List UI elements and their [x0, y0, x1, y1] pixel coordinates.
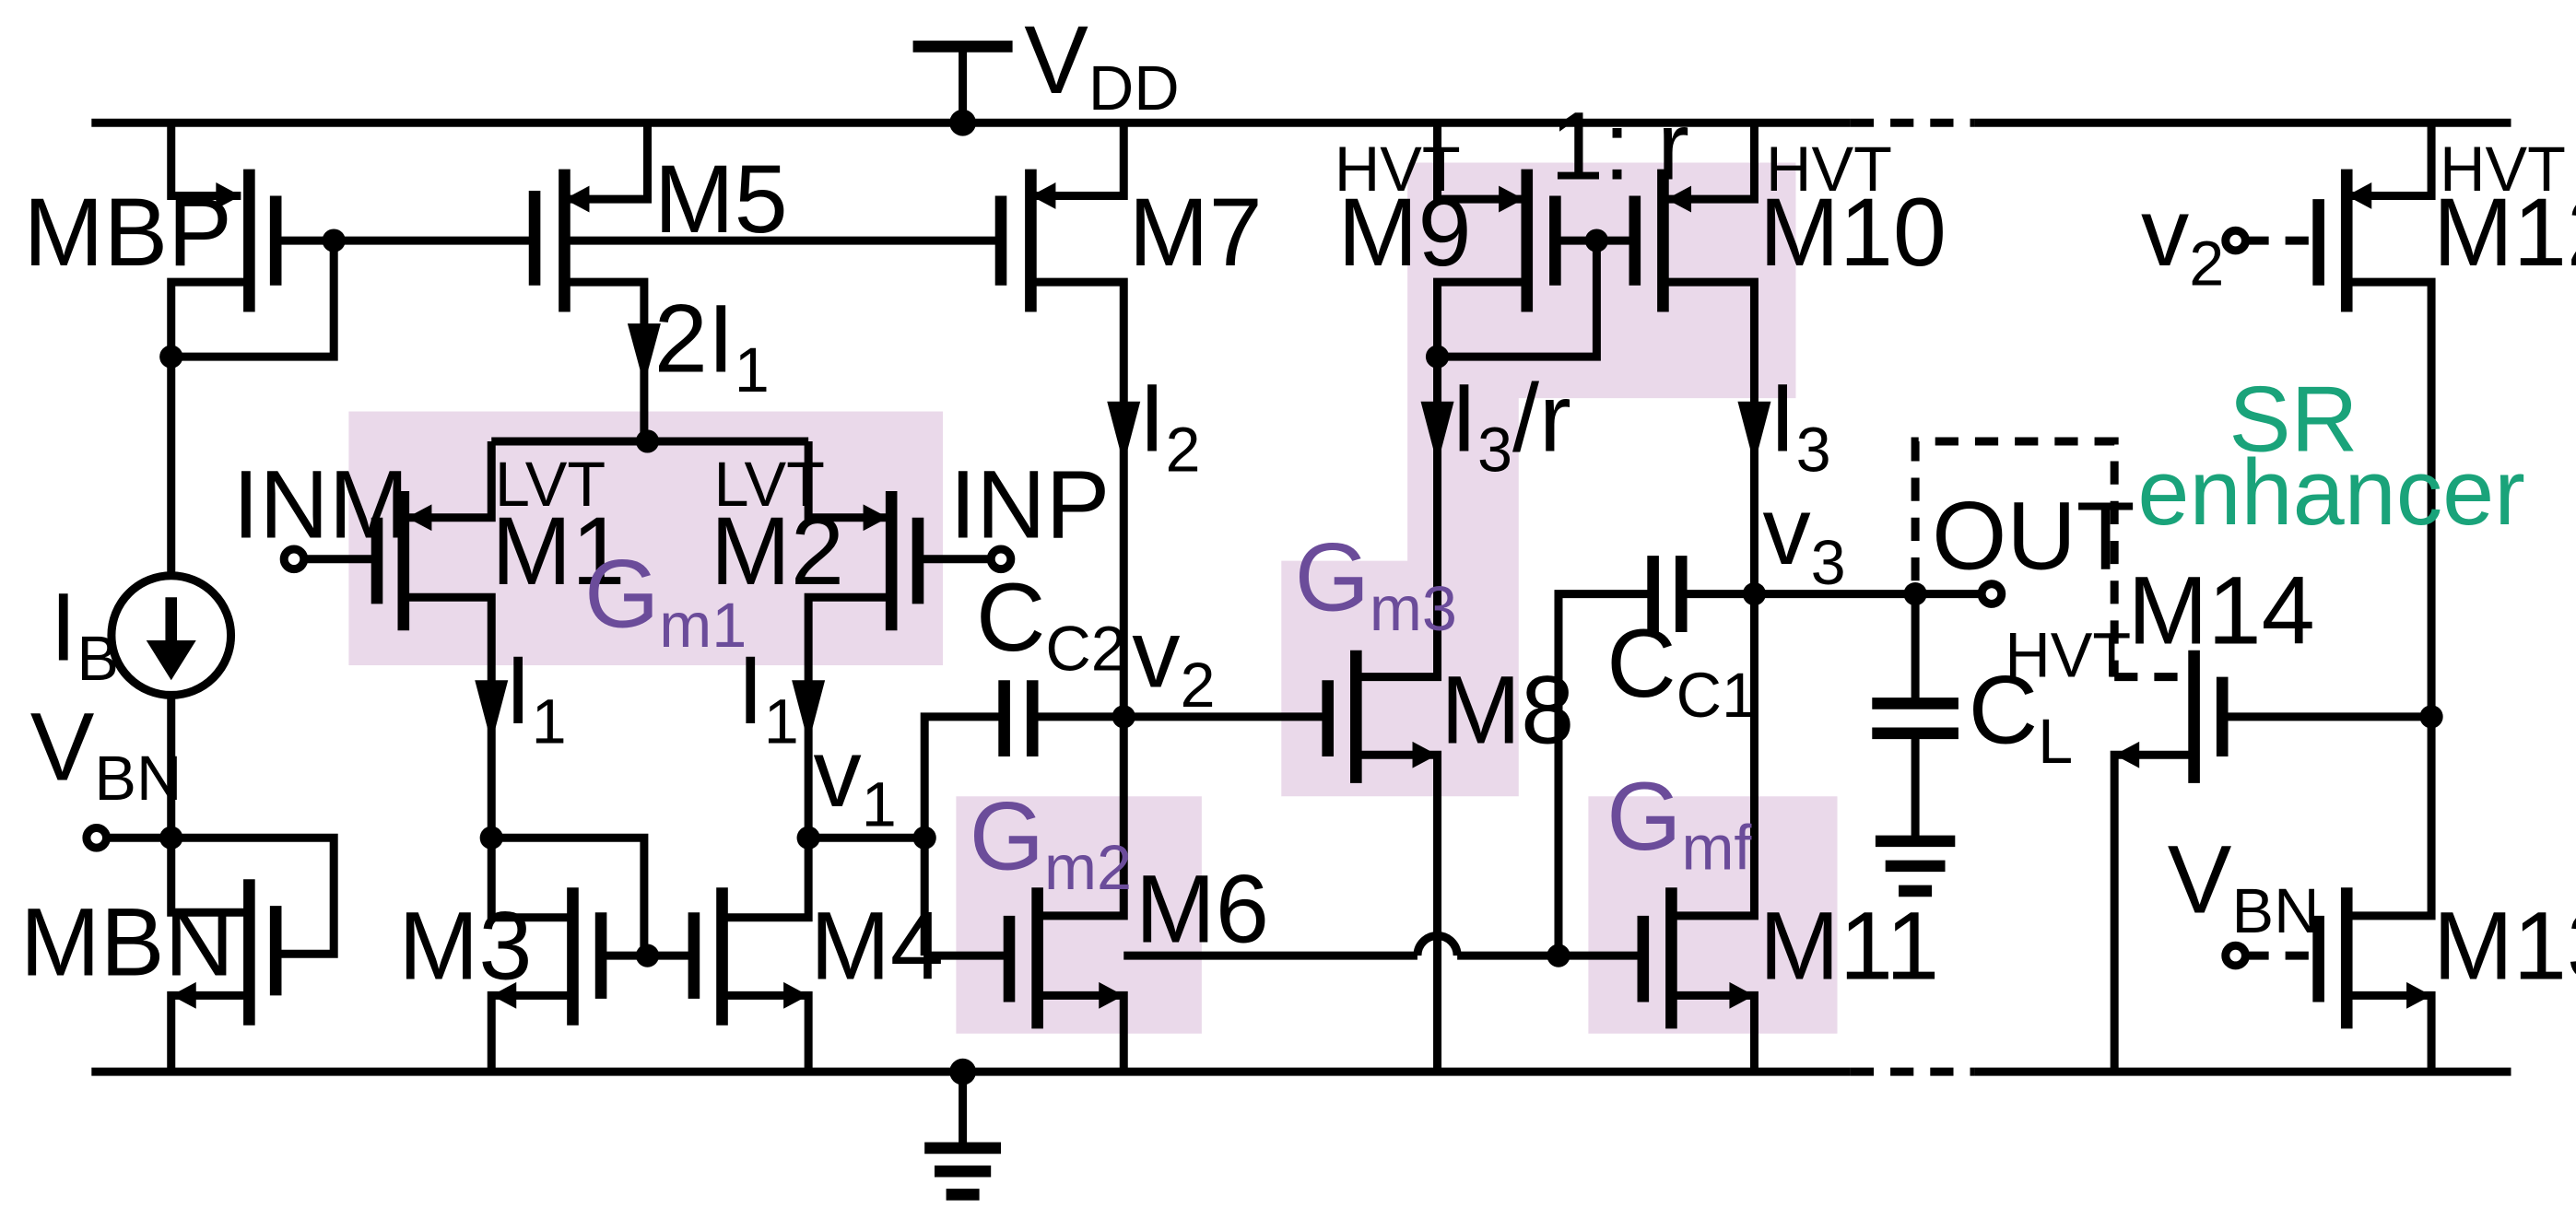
transistor-m9	[1433, 123, 1561, 358]
vdd-rail	[91, 41, 2511, 136]
ib-label: IB	[50, 574, 119, 695]
gmf-label: Gmf	[1606, 763, 1752, 884]
node-v2-label: v2	[1132, 600, 1215, 721]
m14-label: M14	[2128, 557, 2315, 665]
m9-hvt-label: HVT	[1335, 135, 1461, 205]
m2-lvt-label: LVT	[714, 450, 825, 520]
m12-label: M12	[2433, 179, 2576, 287]
m12-hvt-label: HVT	[2440, 135, 2566, 205]
transistor-mbp	[159, 123, 346, 369]
transistor-m7	[994, 123, 1128, 717]
transistor-m3	[487, 833, 649, 1073]
vbn-terminal-left	[82, 823, 171, 852]
m14-hvt-label: HVT	[2005, 621, 2131, 691]
m3-label: M3	[398, 892, 532, 1000]
transistor-m6	[924, 716, 1128, 1073]
gm3-label: Gm3	[1295, 524, 1457, 645]
current-i3-label: I3	[1770, 365, 1831, 486]
vdd-label: VDD	[1024, 6, 1179, 123]
inp-label: INP	[949, 451, 1110, 558]
transistor-m2	[804, 440, 1016, 838]
transistor-m12	[2221, 123, 2436, 717]
m4-label: M4	[810, 892, 944, 1000]
sr-enhancer-subtitle: enhancer	[2137, 441, 2524, 545]
gm1-label: Gm1	[584, 541, 747, 662]
mbn-label: MBN	[20, 889, 234, 997]
m10-hvt-label: HVT	[1766, 135, 1892, 205]
sr-enhancer-title: SR	[2229, 369, 2358, 472]
gm1-block	[348, 411, 943, 666]
node-v3-label: v3	[1762, 477, 1845, 598]
m11-label: M11	[1759, 892, 1939, 1000]
m13-label: M13	[2433, 892, 2576, 1000]
m8-label: M8	[1441, 657, 1574, 765]
m6-label: M6	[1135, 856, 1269, 964]
cl-label: CL	[1969, 657, 2073, 778]
transistor-m5	[528, 123, 652, 441]
current-source-ib	[107, 571, 236, 699]
out-label: OUT	[1932, 483, 2135, 591]
gnd-rail	[91, 1058, 2511, 1085]
load-capacitor	[1872, 593, 1958, 897]
current-i2-label: I2	[1138, 365, 1200, 486]
current-i3r-label: I3/r	[1451, 365, 1571, 486]
m2-label: M2	[711, 498, 844, 605]
node-v1-label: v1	[814, 720, 897, 840]
mbp-label: MBP	[23, 179, 231, 287]
current-2i1-label: 2I1	[654, 285, 770, 405]
mirror-ratio-label: 1: r	[1550, 92, 1689, 200]
transistor-m11	[1637, 593, 1759, 1073]
gm2-label: Gm2	[970, 782, 1132, 903]
node-v2-m12-label: v2	[2141, 179, 2224, 299]
transistor-m4	[688, 838, 813, 1073]
m7-label: M7	[1129, 179, 1263, 287]
current-i1-right-label: I1	[737, 637, 799, 757]
m10-label: M10	[1759, 179, 1947, 287]
transistor-m13	[2221, 716, 2436, 1073]
m1-label: M1	[491, 498, 625, 605]
transistor-mbn	[167, 833, 338, 1073]
m1-lvt-label: LVT	[495, 450, 606, 520]
m9-label: M9	[1338, 179, 1472, 287]
cc2-label: CC2	[976, 564, 1126, 685]
current-i1-left-label: I1	[505, 637, 567, 757]
vbn-label-left: VBN	[30, 693, 182, 814]
cc1-label: CC1	[1606, 610, 1757, 731]
transistor-m1	[279, 440, 496, 838]
vbn-label-right: VBN	[2168, 826, 2320, 946]
gm3-block	[1281, 162, 1796, 797]
transistor-m14	[2110, 650, 2432, 1073]
inm-label: INM	[232, 451, 408, 558]
m5-label: M5	[654, 146, 788, 253]
ground-symbol	[924, 1072, 1002, 1201]
